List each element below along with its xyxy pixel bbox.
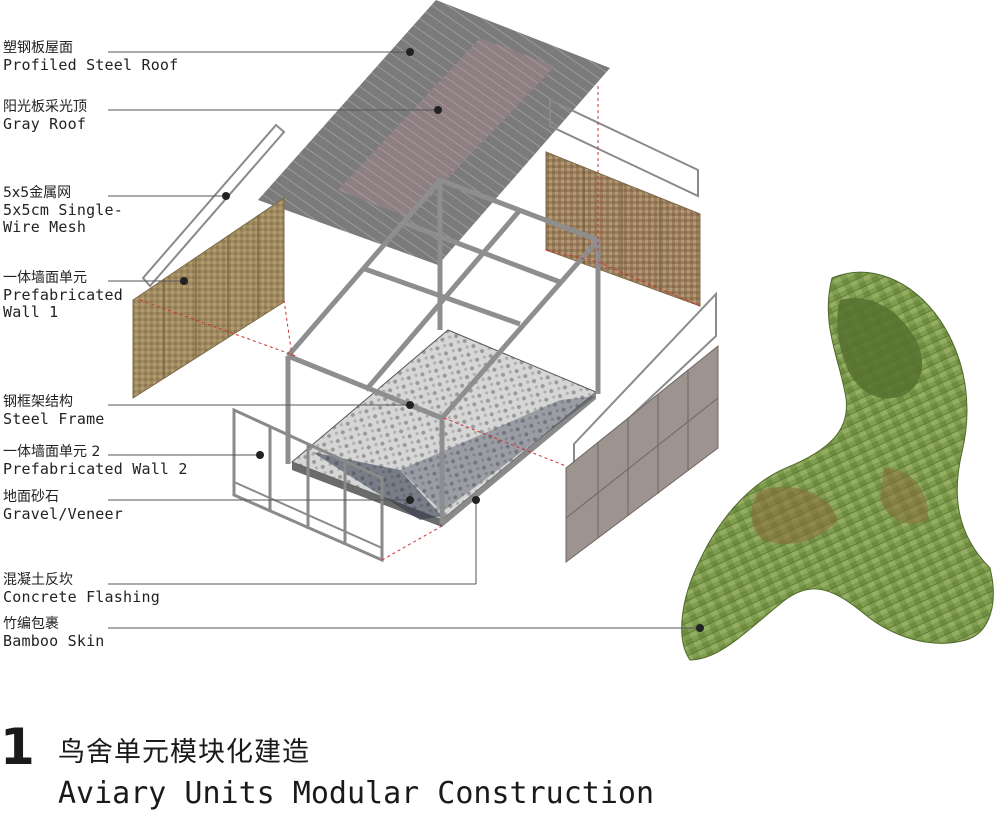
- right-back-wall-outline: [549, 98, 699, 198]
- label-en-2: Wall 1: [3, 303, 59, 322]
- label-zh: 钢框架结构: [3, 394, 73, 410]
- label-prefabricated-wall-2: 一体墙面单元 2 Prefabricated Wall 2: [3, 444, 188, 478]
- label-zh: 竹编包裹: [3, 616, 59, 632]
- label-zh: 地面砂石: [3, 489, 59, 505]
- profiled-steel-roof: [258, 0, 610, 265]
- label-profiled-steel-roof: 塑钢板屋面 Profiled Steel Roof: [3, 40, 178, 74]
- label-en: Bamboo Skin: [3, 631, 105, 650]
- label-zh: 阳光板采光顶: [3, 99, 87, 115]
- right-front-gray-wall: [565, 344, 719, 563]
- label-en: Profiled Steel Roof: [3, 55, 179, 74]
- label-zh: 5x5金属网: [3, 185, 72, 201]
- label-bamboo-skin: 竹编包裹 Bamboo Skin: [3, 616, 105, 650]
- gray-roof-skylight: [338, 38, 555, 218]
- label-en: Concrete Flashing: [3, 587, 160, 606]
- label-zh: 一体墙面单元 2: [3, 444, 101, 460]
- label-steel-frame: 钢框架结构 Steel Frame: [3, 394, 105, 428]
- bamboo-skin-form: [681, 271, 994, 661]
- leader-dots: [180, 48, 704, 632]
- label-en: Gravel/Veneer: [3, 504, 123, 523]
- label-en: Gray Roof: [3, 114, 87, 133]
- label-concrete-flashing: 混凝土反坎 Concrete Flashing: [3, 572, 160, 606]
- figure-title-en: Aviary Units Modular Construction: [58, 776, 655, 811]
- leader-lines: [108, 51, 700, 629]
- label-en: Prefabricated Wall 2: [3, 459, 188, 478]
- label-en: 5x5cm Single-: [3, 200, 123, 219]
- left-wall-outline: [141, 123, 286, 288]
- figure-number: 1: [0, 718, 35, 776]
- label-gravel-veneer: 地面砂石 Gravel/Veneer: [3, 489, 123, 523]
- label-zh: 塑钢板屋面: [3, 40, 73, 56]
- label-gray-roof: 阳光板采光顶 Gray Roof: [3, 99, 87, 133]
- label-zh: 一体墙面单元: [3, 270, 87, 286]
- label-zh: 混凝土反坎: [3, 572, 73, 588]
- label-en-2: Wire Mesh: [3, 218, 87, 237]
- label-prefabricated-wall-1: 一体墙面单元 Prefabricated Wall 1: [3, 270, 123, 322]
- steel-frame: [285, 177, 601, 524]
- figure-title-zh: 鸟舍单元模块化建造: [58, 737, 310, 768]
- right-back-wood-wall: [545, 151, 701, 307]
- prefabricated-wall-1: [132, 197, 285, 399]
- label-wire-mesh: 5x5金属网 5x5cm Single- Wire Mesh: [3, 185, 123, 237]
- label-en: Prefabricated: [3, 285, 123, 304]
- label-en: Steel Frame: [3, 409, 105, 428]
- alignment-dashed-lines: [139, 86, 701, 561]
